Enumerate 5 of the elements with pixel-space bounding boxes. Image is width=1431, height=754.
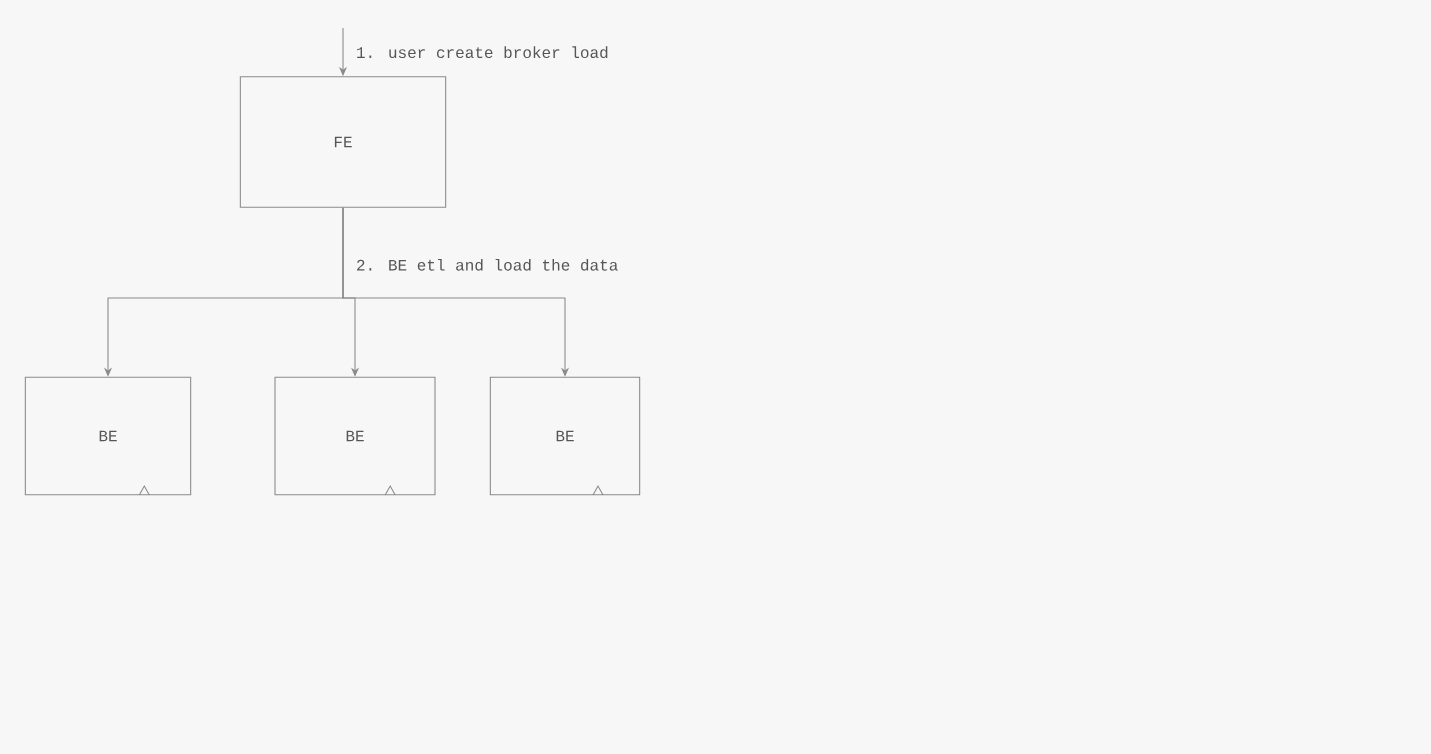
process-box: FE bbox=[239, 76, 447, 208]
edge-label: 2. BE etl and load the data bbox=[353, 256, 622, 274]
process-box: BE bbox=[24, 376, 192, 496]
process-box: BE bbox=[489, 376, 641, 496]
process-box: BE bbox=[274, 376, 436, 496]
